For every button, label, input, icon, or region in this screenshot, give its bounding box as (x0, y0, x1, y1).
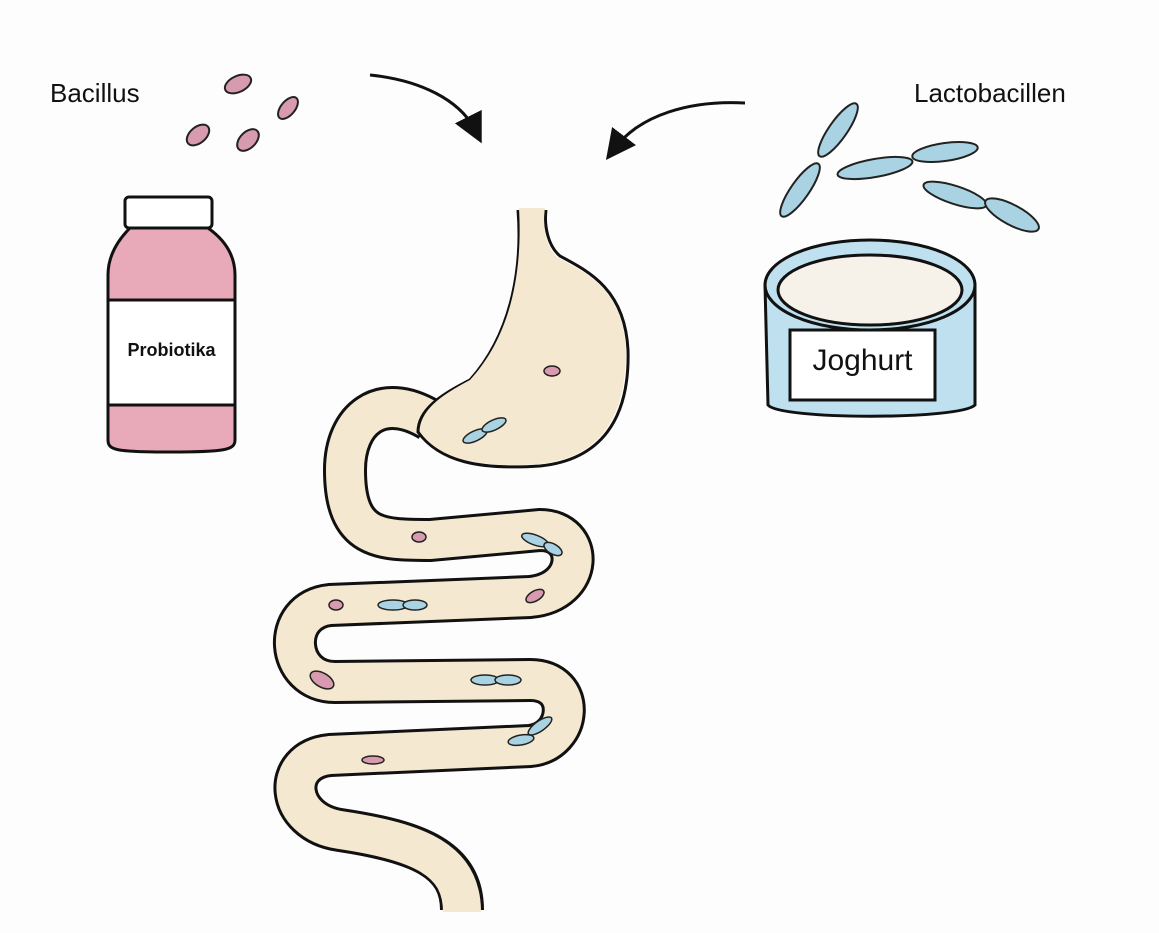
lactobacillen-label: Lactobacillen (914, 78, 1066, 108)
joghurt-label: Joghurt (812, 344, 913, 377)
arrow-left-icon (369, 73, 482, 144)
digestive-tract (273, 208, 630, 914)
yogurt-cup (763, 238, 977, 418)
bacillus-particles (185, 73, 299, 152)
probiotika-label: Probiotika (127, 340, 216, 360)
arrow-right-icon (605, 101, 746, 160)
bacillus-label: Bacillus (50, 78, 140, 108)
probiotics-bottle (106, 195, 237, 454)
lactobacillus-chains (779, 102, 1040, 233)
